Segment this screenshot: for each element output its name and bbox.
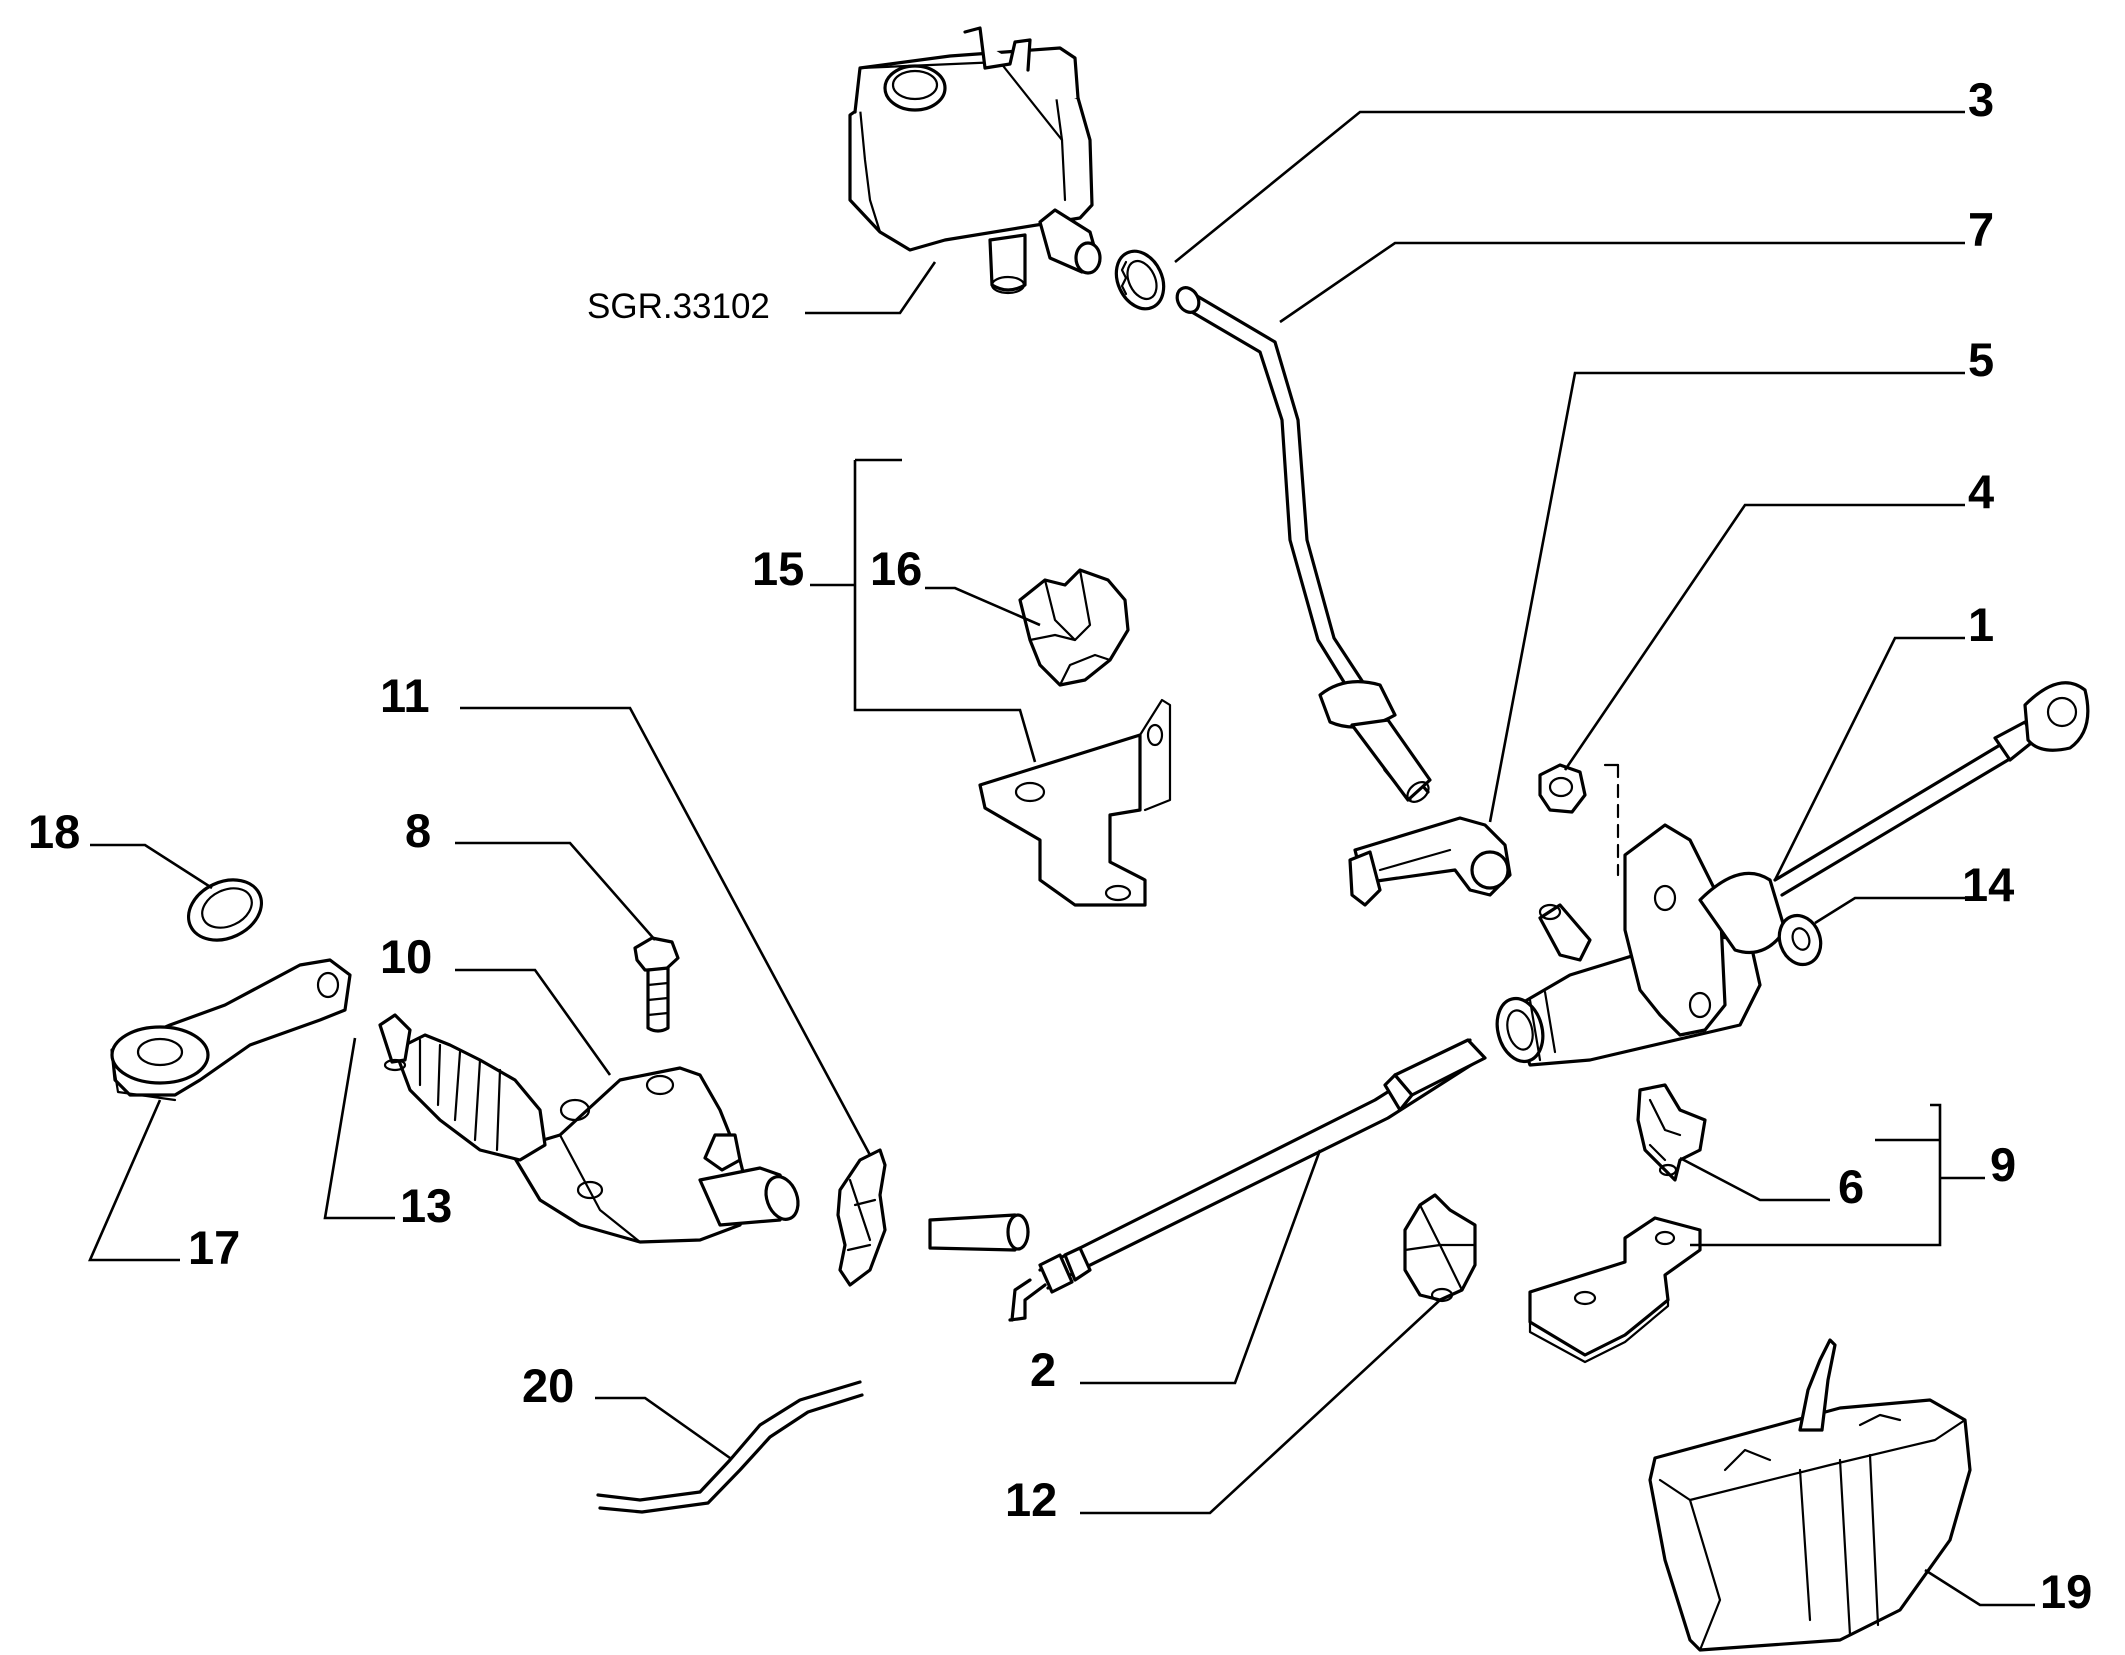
callout-2: 2: [1030, 1343, 1056, 1396]
callout-10: 10: [380, 930, 432, 983]
heat-shield: [1648, 1338, 1972, 1652]
spring-clip: [836, 1148, 887, 1287]
hose-clip: [1403, 1193, 1477, 1303]
mounting-bracket: [978, 698, 1172, 907]
fluid-hose: [1175, 286, 1432, 803]
callout-18: 18: [28, 805, 80, 858]
callout-17: 17: [188, 1221, 240, 1274]
callout-13: 13: [400, 1179, 452, 1232]
leader-lines: [88, 110, 2035, 1607]
callout-7: 7: [1968, 203, 1994, 256]
callout-9: 9: [1990, 1138, 2016, 1191]
slave-cylinder: [378, 1013, 800, 1244]
fluid-reservoir: [848, 26, 1102, 295]
reference-code-label: SGR.33102: [587, 287, 770, 326]
bolt: [633, 936, 680, 1033]
vent-tube: [596, 1380, 864, 1514]
hydraulic-line: [928, 1038, 1487, 1322]
callout-3: 3: [1968, 73, 1994, 126]
callout-labels: SGR.33102 3 7 5 4 1 14 6 9 2 12 19 15 16…: [28, 73, 2092, 1618]
callout-11: 11: [380, 669, 430, 722]
bleed-fitting: [1348, 816, 1512, 907]
retaining-clip: [1018, 568, 1130, 687]
callout-5: 5: [1968, 333, 1994, 386]
release-lever: [110, 958, 352, 1102]
callout-4: 4: [1968, 465, 1994, 518]
hose-clamp: [1114, 249, 1166, 311]
callout-15: 15: [752, 542, 804, 595]
callout-12: 12: [1005, 1473, 1057, 1526]
clutch-master-cylinder: [1495, 681, 2090, 1067]
callout-1: 1: [1968, 598, 1994, 651]
callout-20: 20: [522, 1359, 574, 1412]
callout-14: 14: [1962, 858, 2014, 911]
callout-8: 8: [405, 804, 431, 857]
washer: [1777, 913, 1823, 967]
pipe-clip: [1636, 1083, 1707, 1182]
callout-19: 19: [2040, 1565, 2092, 1618]
hex-nut: [1538, 763, 1620, 877]
callout-16: 16: [870, 542, 922, 595]
support-bracket: [1528, 1216, 1702, 1364]
retaining-ring: [186, 878, 264, 942]
callout-6: 6: [1838, 1160, 1864, 1213]
